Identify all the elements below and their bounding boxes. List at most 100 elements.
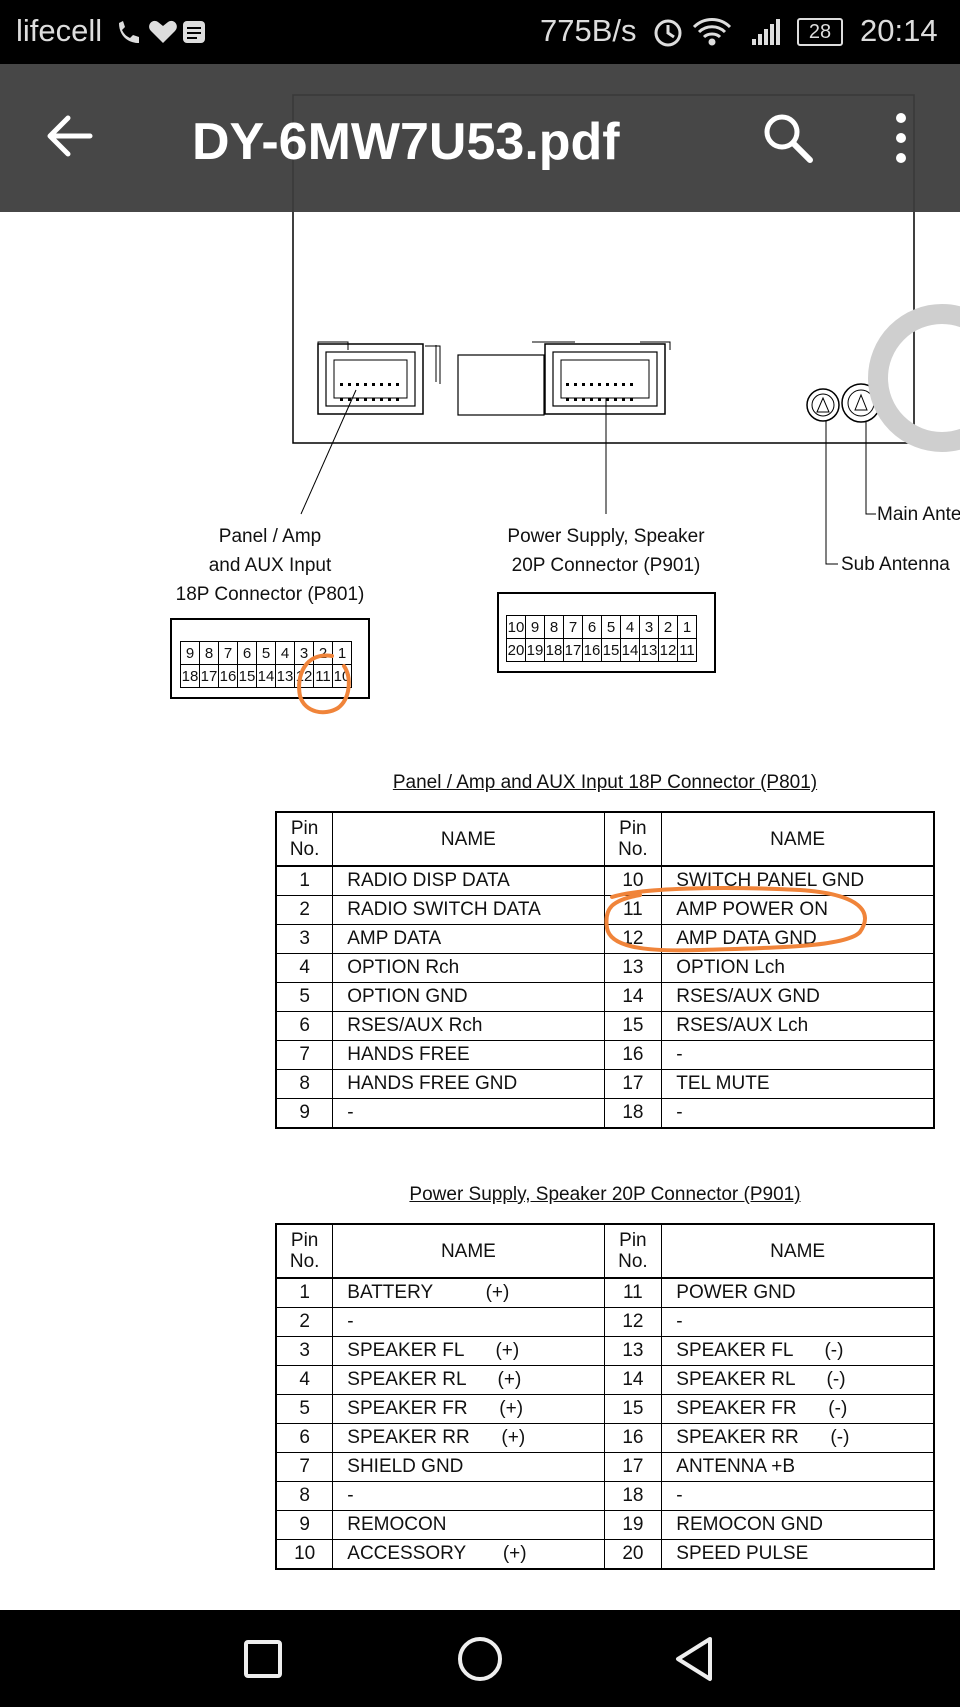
- pin-name: OPTION GND: [332, 982, 605, 1012]
- sub-antenna-label: Sub Antenna: [841, 554, 950, 575]
- pin-name: SPEAKER RL (+): [332, 1365, 605, 1395]
- pin-cell: 18: [180, 664, 200, 688]
- message-icon: [183, 21, 205, 43]
- pin-number: 12: [603, 924, 663, 954]
- main-antenna-label: Main Ante: [877, 504, 960, 525]
- pin-cell: 8: [544, 615, 564, 639]
- signal-icon: [752, 19, 780, 45]
- pin-number: 9: [275, 1510, 334, 1540]
- pin-cell: 2: [658, 615, 678, 639]
- pin-number: 1: [275, 1277, 334, 1308]
- pin-cell: 18: [544, 638, 564, 662]
- pin-number: 20: [603, 1539, 663, 1570]
- pin-number: 5: [275, 982, 334, 1012]
- pdf-page[interactable]: Panel / Amp and AUX Input 18P Connector …: [0, 0, 960, 1610]
- pin-number: 7: [275, 1452, 334, 1482]
- pin-name: REMOCON GND: [661, 1510, 935, 1540]
- pin-number: 16: [603, 1423, 663, 1453]
- pin-name: -: [661, 1040, 935, 1070]
- pin-number: 17: [603, 1069, 663, 1099]
- search-icon: [764, 114, 813, 163]
- pin-name: SPEAKER RL (-): [661, 1365, 935, 1395]
- pin-number: 16: [603, 1040, 663, 1070]
- pin-number: 10: [603, 865, 663, 896]
- notification-icons: [119, 20, 205, 43]
- pin-name: ANTENNA +B: [661, 1452, 935, 1482]
- navigation-bar: [0, 1610, 960, 1707]
- document-title: DY-6MW7U53.pdf: [192, 113, 620, 171]
- p901-label-line: 20P Connector (P901): [511, 555, 701, 576]
- recents-button[interactable]: [243, 1639, 283, 1679]
- name-header: NAME: [661, 811, 935, 867]
- back-button[interactable]: [40, 108, 106, 164]
- pin-cell: 20: [506, 638, 526, 662]
- app-bar: DY-6MW7U53.pdf: [0, 64, 960, 212]
- battery-icon: 28: [797, 18, 843, 46]
- pin-number: 12: [603, 1307, 663, 1337]
- pin-name: TEL MUTE: [661, 1069, 935, 1099]
- square-icon: [244, 1640, 282, 1678]
- pin-cell: 14: [256, 664, 276, 688]
- pin-cell: 14: [620, 638, 640, 662]
- p801-label-line: and AUX Input: [208, 555, 332, 576]
- pin-cell: 5: [256, 641, 276, 665]
- pin-cell: 1: [677, 615, 697, 639]
- pin-cell: 16: [582, 638, 602, 662]
- pin-name: POWER GND: [661, 1277, 935, 1308]
- unit-rear-diagram: [292, 94, 960, 565]
- pin-name: OPTION Lch: [661, 953, 935, 983]
- pin-name: -: [661, 1481, 935, 1511]
- pin-name: SPEAKER RR (+): [332, 1423, 605, 1453]
- name-header: NAME: [332, 1223, 605, 1279]
- pin-number: 3: [275, 1336, 334, 1366]
- pin-number: 15: [603, 1011, 663, 1041]
- pin-number: 2: [275, 1307, 334, 1337]
- nav-back-button[interactable]: [672, 1635, 716, 1683]
- clock: 20:14: [860, 13, 938, 48]
- pin-cell: 7: [218, 641, 238, 665]
- pin-number: 6: [275, 1423, 334, 1453]
- pin-name: SPEAKER FL (+): [332, 1336, 605, 1366]
- table-row: 9-18-: [275, 1098, 935, 1129]
- wifi-icon: [692, 18, 732, 46]
- pin-number: 8: [275, 1069, 334, 1099]
- pin-name: AMP DATA: [332, 924, 605, 954]
- table-row: 2-12-: [275, 1307, 935, 1337]
- overflow-menu-button[interactable]: [888, 108, 914, 168]
- pin-name: SHIELD GND: [332, 1452, 605, 1482]
- pin-cell: 4: [275, 641, 295, 665]
- pin-cell: 13: [639, 638, 659, 662]
- pin-name: ACCESSORY (+): [332, 1539, 605, 1570]
- home-button[interactable]: [456, 1635, 504, 1683]
- p901-label: Power Supply, Speaker 20P Connector (P90…: [486, 522, 726, 580]
- pin-name: BATTERY (+): [332, 1277, 605, 1308]
- pin-number: 18: [603, 1481, 663, 1511]
- pin-number: 7: [275, 1040, 334, 1070]
- pin-number: 13: [603, 1336, 663, 1366]
- pin-name: SPEAKER RR (-): [661, 1423, 935, 1453]
- system-icons: [654, 18, 780, 47]
- pin-cell: 6: [237, 641, 257, 665]
- pin-number: 18: [603, 1098, 663, 1129]
- pin-cell: 7: [563, 615, 583, 639]
- pin-name: SPEAKER FL (-): [661, 1336, 935, 1366]
- pin-name: AMP DATA GND: [661, 924, 935, 954]
- pin-number: 1: [275, 865, 334, 896]
- pin-cell: 12: [294, 664, 314, 688]
- search-button[interactable]: [758, 108, 818, 168]
- pin-name: RSES/AUX Lch: [661, 1011, 935, 1041]
- pin-name: -: [661, 1098, 935, 1129]
